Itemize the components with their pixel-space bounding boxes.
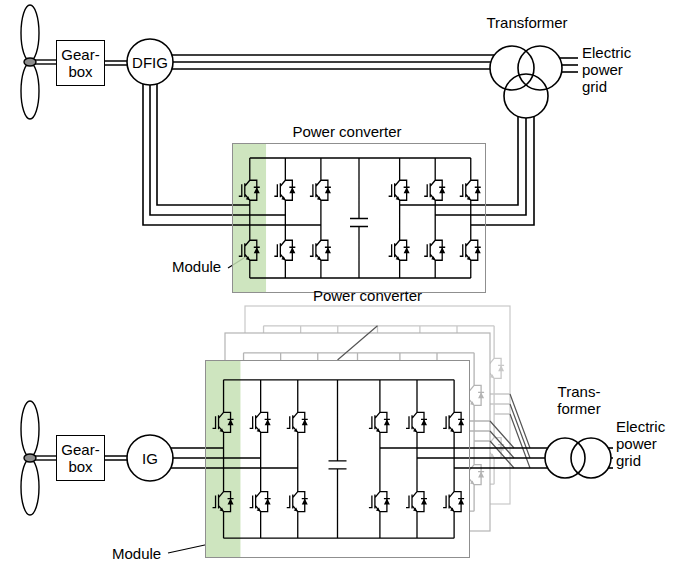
connector-wire <box>172 55 494 69</box>
connector-wire <box>486 117 534 226</box>
grid-label: Electric power grid <box>616 418 676 469</box>
transformer-symbol: Transformer <box>483 14 571 119</box>
diode-symbols <box>246 187 481 260</box>
converter-title: Power converter <box>209 123 485 140</box>
gearbox-box: Gear- box <box>56 435 105 481</box>
connector-wire <box>171 448 205 468</box>
converter-circuit <box>205 361 470 557</box>
converter-box: Power converter <box>205 360 470 558</box>
switch-legs <box>205 380 470 538</box>
diode-symbols <box>220 419 465 511</box>
rotor-bottom <box>21 401 56 515</box>
converter-title: Power converter <box>266 287 469 304</box>
connector-wire <box>143 84 232 225</box>
connector-wire <box>105 456 127 460</box>
node-label: Trans- former <box>543 383 615 417</box>
converter-circuit <box>232 144 486 292</box>
grid-label: Electric power grid <box>582 44 646 95</box>
parallel-output-wires <box>338 326 531 468</box>
generator-circle: DFIG <box>126 38 174 86</box>
node-label: IG <box>142 450 158 467</box>
converter-circuits <box>205 144 530 558</box>
switch-legs <box>232 158 486 278</box>
node-label: Gear- box <box>59 46 102 80</box>
connector-wire <box>470 448 548 468</box>
connector-wire <box>105 61 127 65</box>
gearbox-box: Gear- box <box>56 40 105 86</box>
rotor-top <box>21 5 56 119</box>
converter-ground <box>205 360 470 558</box>
transformer-symbol: Trans- former <box>543 383 615 480</box>
converter-box: Power converter <box>232 143 486 293</box>
node-label: DFIG <box>132 54 168 71</box>
generator-circle: IG <box>126 434 174 482</box>
module-label: Module <box>172 258 228 275</box>
module-label: Module <box>112 545 168 562</box>
node-label: Gear- box <box>59 441 102 475</box>
node-label: Transformer <box>483 14 571 31</box>
